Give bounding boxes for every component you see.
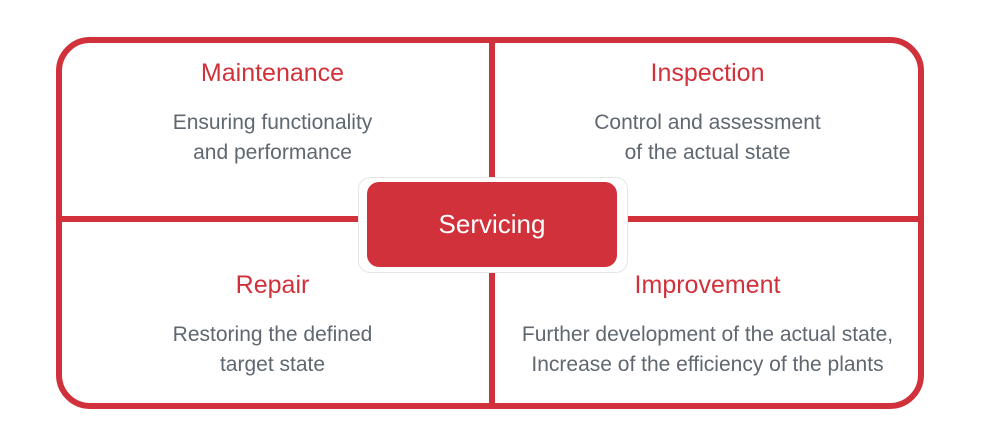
description-line: Further development of the actual state,: [521, 323, 894, 346]
divider-vertical-bottom: [489, 271, 495, 409]
description-line: Ensuring functionality: [172, 111, 373, 134]
divider-horizontal-right: [622, 216, 924, 222]
quadrant-description: Control and assessment of the actual sta…: [497, 108, 918, 168]
quadrant-improvement: Improvement Further development of the a…: [497, 270, 918, 380]
quadrant-description: Restoring the defined target state: [62, 320, 483, 380]
quadrant-description: Ensuring functionality and performance: [62, 108, 483, 168]
description-line: Increase of the efficiency of the plants: [531, 353, 884, 376]
center-label: Servicing: [438, 209, 546, 239]
description-line: Control and assessment: [594, 111, 821, 134]
quadrant-maintenance: Maintenance Ensuring functionality and p…: [62, 58, 483, 168]
center-box-servicing: Servicing: [367, 182, 617, 267]
quadrant-repair: Repair Restoring the defined target stat…: [62, 270, 483, 380]
description-line: target state: [219, 353, 326, 376]
quadrant-title: Repair: [235, 271, 310, 299]
description-line: Restoring the defined: [172, 323, 373, 346]
quadrant-inspection: Inspection Control and assessment of the…: [497, 58, 918, 168]
quadrant-description: Further development of the actual state,…: [497, 320, 918, 380]
divider-vertical-top: [489, 37, 495, 179]
description-line: of the actual state: [624, 141, 791, 164]
quadrant-title: Maintenance: [200, 59, 345, 87]
quadrant-title: Improvement: [634, 271, 781, 299]
divider-horizontal-left: [56, 216, 362, 222]
quadrant-title: Inspection: [650, 59, 765, 87]
description-line: and performance: [193, 141, 352, 164]
